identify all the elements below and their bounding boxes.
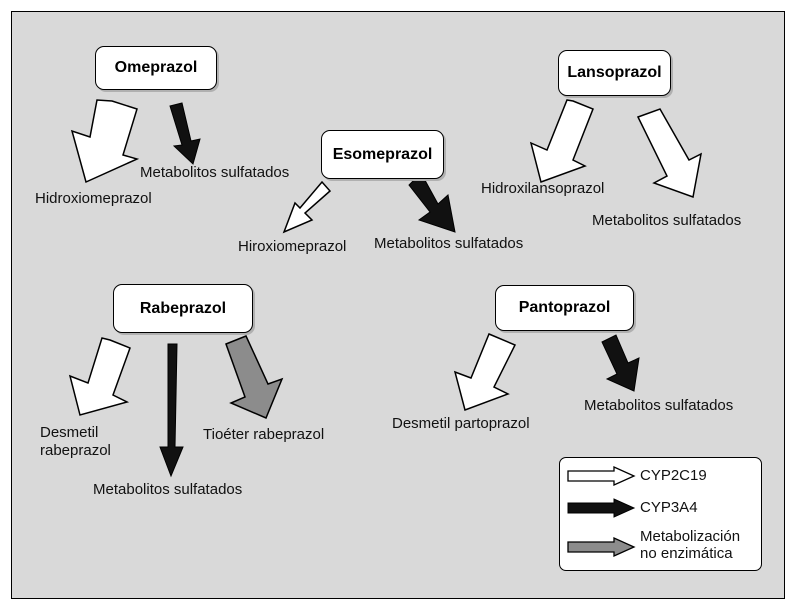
label-esomeprazol-cyp3a4: Metabolitos sulfatados	[374, 235, 524, 252]
label-esomeprazol-cyp2c19: Hiroxiomeprazol	[238, 238, 347, 255]
arrow-rabeprazol-cyp2c19	[68, 337, 131, 416]
legend-label-cyp3a4: CYP3A4	[640, 499, 698, 516]
arrow-rabeprazol-noenz	[225, 335, 284, 419]
arrow-omeprazol-cyp2c19	[70, 99, 140, 184]
drug-box-rabeprazol: Rabeprazol	[113, 284, 253, 333]
arrow-lansoprazol-cyp2c19	[529, 99, 594, 183]
label-rabeprazol-cyp3a4: Metabolitos sulfatados	[93, 481, 243, 498]
label-rabeprazol-cyp2c19: Desmetil rabeprazol	[40, 424, 111, 459]
arrow-rabeprazol-cyp3a4	[159, 343, 184, 478]
label-pantoprazol-cyp3a4: Metabolitos sulfatados	[584, 397, 734, 414]
arrow-esomeprazol-cyp2c19	[282, 180, 332, 234]
legend: CYP2C19 CYP3A4 Metabolización no enzimát…	[559, 457, 762, 571]
legend-arrow-noenz-icon	[567, 537, 636, 557]
legend-label-noenz: Metabolización no enzimática	[640, 528, 741, 562]
drug-box-esomeprazol: Esomeprazol	[321, 130, 444, 179]
arrow-lansoprazol-cyp3a4	[636, 108, 703, 199]
legend-arrow-cyp2c19-icon	[567, 466, 636, 486]
label-pantoprazol-cyp2c19: Desmetil partoprazol	[392, 415, 530, 432]
legend-item-cyp3a4: CYP3A4	[560, 498, 761, 518]
arrow-pantoprazol-cyp2c19	[453, 333, 517, 411]
drug-box-omeprazol: Omeprazol	[95, 46, 217, 90]
legend-item-noenz: Metabolización no enzimática	[560, 528, 761, 566]
arrow-pantoprazol-cyp3a4	[601, 334, 640, 392]
label-lansoprazol-cyp3a4: Metabolitos sulfatados	[592, 212, 742, 229]
legend-arrow-cyp3a4-icon	[567, 498, 636, 518]
legend-label-cyp2c19: CYP2C19	[640, 467, 707, 484]
label-rabeprazol-noenz: Tioéter rabeprazol	[203, 426, 325, 443]
label-omeprazol-cyp2c19: Hidroxiomeprazol	[35, 190, 152, 207]
arrow-esomeprazol-cyp3a4	[408, 172, 456, 233]
drug-box-pantoprazol: Pantoprazol	[495, 285, 634, 331]
drug-box-lansoprazol: Lansoprazol	[558, 50, 671, 96]
label-lansoprazol-cyp2c19: Hidroxilansoprazol	[481, 180, 605, 197]
label-omeprazol-cyp3a4: Metabolitos sulfatados	[140, 164, 290, 181]
arrow-omeprazol-cyp3a4	[169, 102, 201, 165]
legend-item-cyp2c19: CYP2C19	[560, 466, 761, 486]
